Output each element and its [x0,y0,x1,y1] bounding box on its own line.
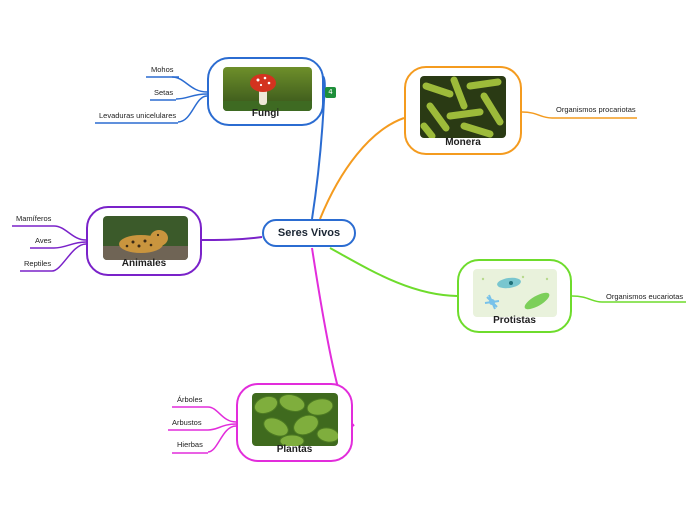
node-animales[interactable]: Animales [86,206,202,276]
protist-illustration [473,269,557,317]
node-label-animales: Animales [121,258,167,269]
leaf-hierbas[interactable]: Hierbas [177,440,203,449]
node-monera[interactable]: Monera [404,66,522,155]
jaguar-photo [103,216,188,260]
root-label: Seres Vivos [277,227,341,239]
link-animales [200,236,263,241]
leaf-reptiles[interactable]: Reptiles [24,259,52,268]
mushroom-photo [223,67,312,111]
leaves-photo [252,393,338,446]
root-node[interactable]: Seres Vivos [262,219,356,247]
node-label-plantas: Plantas [276,444,313,455]
link-monera [319,117,405,220]
node-plantas[interactable]: Plantas [236,383,353,462]
node-label-fungi: Fungi [251,108,280,119]
leaf-setas[interactable]: Setas [154,88,174,97]
link-protistas [329,247,458,297]
leaf-levaduras[interactable]: Levaduras unicelulares [99,111,177,120]
node-label-monera: Monera [445,137,481,148]
leaf-arboles[interactable]: Árboles [177,395,203,404]
bacteria-photo [420,76,506,138]
leaf-mohos[interactable]: Mohos [151,65,174,74]
leaf-arbustos[interactable]: Arbustos [172,418,202,427]
node-fungi[interactable]: Fungi [207,57,324,126]
leaf-eucariotas[interactable]: Organismos eucariotas [606,292,684,301]
leaf-aves[interactable]: Aves [35,236,52,245]
node-label-protistas: Protistas [493,315,536,326]
leaf-mamiferos[interactable]: Mamíferos [16,214,52,223]
leaf-procariotas[interactable]: Organismos procariotas [556,105,636,114]
node-protistas[interactable]: Protistas [457,259,572,333]
count-badge[interactable]: 4 [325,87,336,98]
